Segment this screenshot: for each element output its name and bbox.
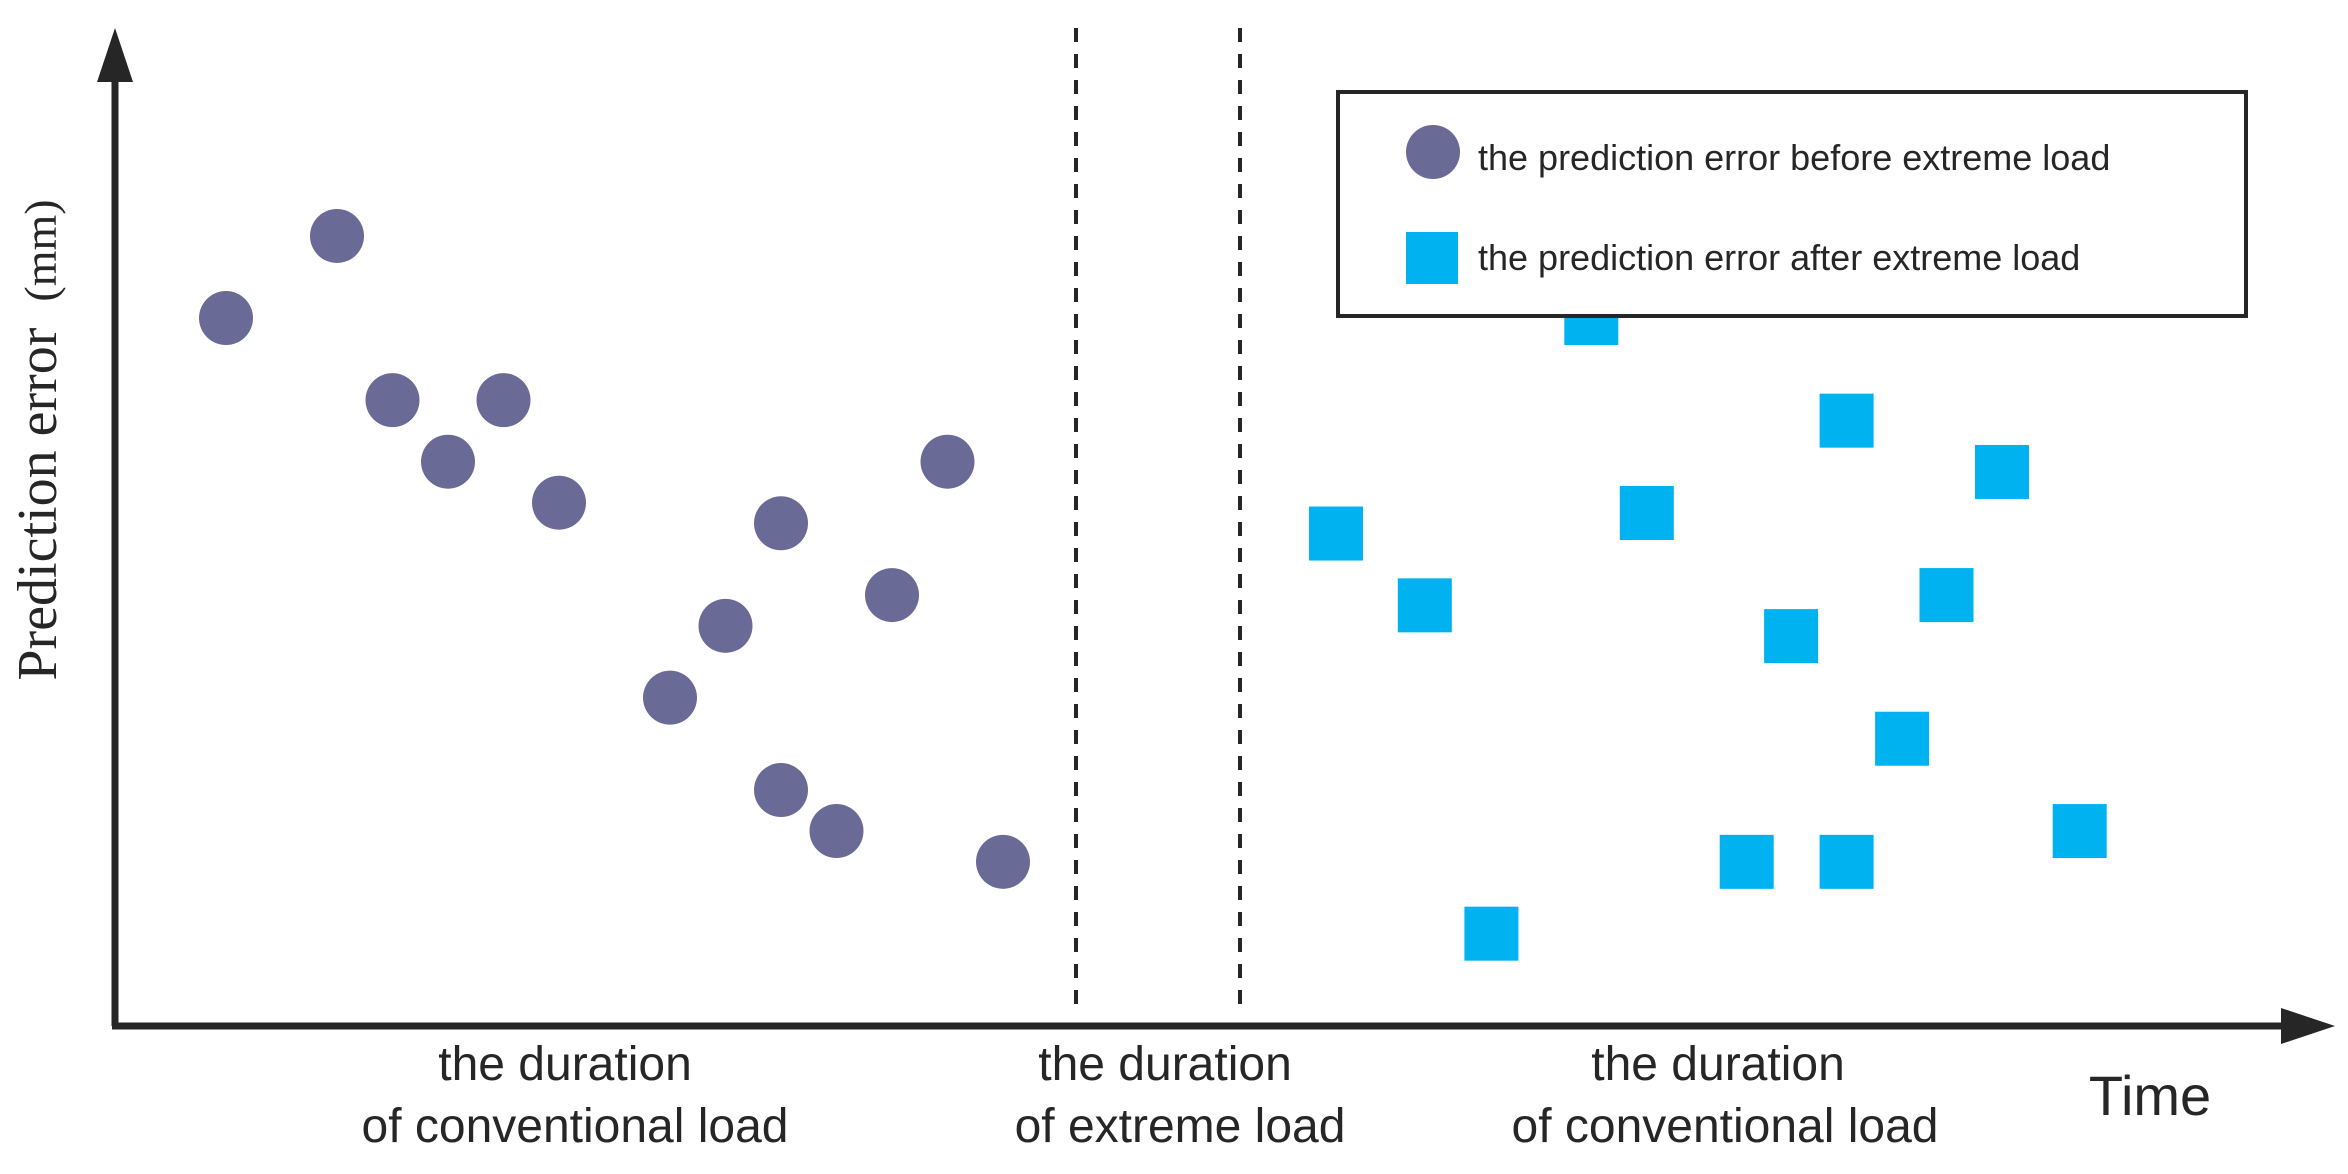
legend-box — [1336, 90, 2248, 318]
region-3-label-line1: the duration — [1591, 1038, 1845, 1091]
y-axis-label-unit: (mm) — [15, 199, 66, 301]
point-after-extreme-load-8 — [1819, 393, 1874, 448]
point-before-extreme-load-11 — [809, 804, 864, 859]
region-2-label-line1: the duration — [1038, 1038, 1292, 1091]
y-axis-arrow — [97, 28, 133, 82]
point-after-extreme-load-9 — [1819, 834, 1874, 889]
point-before-extreme-load-2 — [310, 208, 364, 263]
region-2-label-line2: of extreme load — [1015, 1100, 1346, 1153]
point-before-extreme-load-10 — [754, 763, 808, 818]
point-before-extreme-load-4 — [421, 434, 475, 489]
legend-label-after: the prediction error after extreme load — [1478, 237, 2080, 278]
region-labels: the duration of conventional load the du… — [362, 1038, 1939, 1153]
point-after-extreme-load-7 — [1764, 609, 1819, 664]
region-1-label-line2: of conventional load — [362, 1100, 789, 1153]
point-after-extreme-load-1 — [1309, 506, 1363, 561]
x-axis-label: Time — [2089, 1064, 2211, 1127]
legend-label-before: the prediction error before extreme load — [1478, 137, 2110, 178]
y-axis-label: Prediction error (mm) — [7, 199, 69, 680]
x-axis-arrow — [2281, 1008, 2335, 1044]
point-before-extreme-load-6 — [532, 475, 586, 530]
point-before-extreme-load-9 — [754, 496, 808, 551]
point-before-extreme-load-5 — [476, 373, 531, 428]
series-after-extreme-load — [1309, 291, 2107, 961]
region-3-label-line2: of conventional load — [1512, 1100, 1939, 1153]
point-before-extreme-load-7 — [643, 670, 697, 725]
point-after-extreme-load-5 — [1619, 486, 1674, 540]
point-before-extreme-load-13 — [920, 434, 975, 489]
y-axis-label-text: Prediction error — [7, 327, 69, 680]
point-after-extreme-load-3 — [1464, 906, 1519, 961]
legend: the prediction error before extreme load… — [1336, 90, 2248, 318]
point-before-extreme-load-12 — [865, 568, 919, 623]
point-before-extreme-load-3 — [365, 373, 420, 428]
legend-marker-after — [1406, 232, 1458, 284]
legend-marker-before — [1406, 125, 1460, 179]
point-before-extreme-load-1 — [199, 291, 253, 346]
point-after-extreme-load-11 — [1919, 568, 1974, 623]
point-after-extreme-load-6 — [1719, 834, 1774, 889]
point-after-extreme-load-12 — [1975, 444, 2029, 499]
point-after-extreme-load-10 — [1875, 711, 1930, 766]
point-after-extreme-load-2 — [1397, 578, 1452, 633]
point-before-extreme-load-14 — [976, 834, 1030, 889]
series-before-extreme-load — [199, 208, 1030, 889]
point-before-extreme-load-8 — [698, 598, 753, 653]
region-1-label-line1: the duration — [438, 1038, 692, 1091]
point-after-extreme-load-13 — [2052, 804, 2107, 859]
